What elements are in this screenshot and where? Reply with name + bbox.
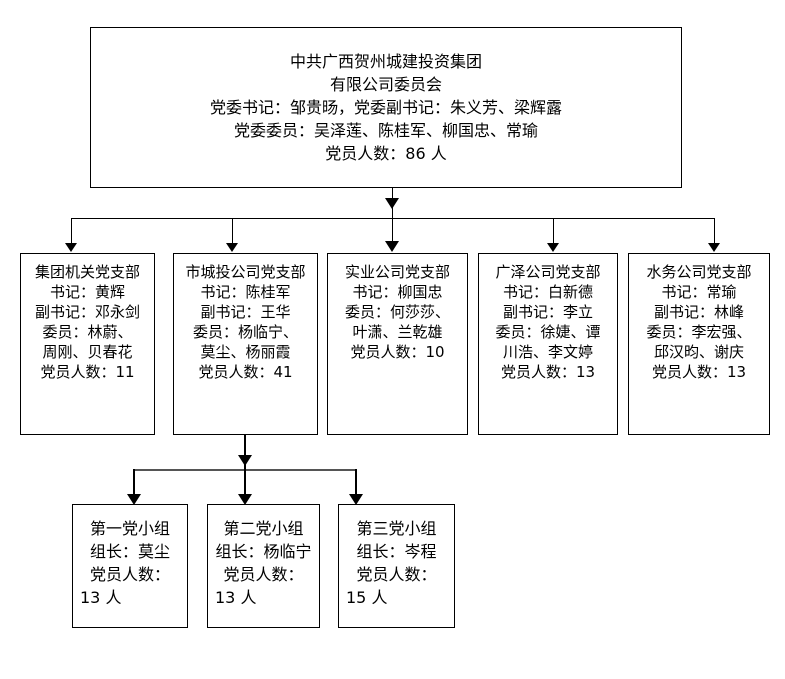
branch-2-line-4: 叶潇、兰乾雄 <box>352 323 443 341</box>
arrow-head-branch-3-icon <box>547 243 559 252</box>
branch-3-member-count: 党员人数：13 <box>500 363 596 381</box>
connector-drop-branch-3 <box>553 218 554 244</box>
org-node-group-first[interactable]: 第一党小组 组长：莫尘 党员人数： 13 人 <box>72 504 188 628</box>
branch-4-title: 水务公司党支部 <box>646 263 752 281</box>
arrow-head-branch-2-icon <box>385 241 399 252</box>
group-1-leader: 组长：杨临宁 <box>215 542 312 561</box>
connector-drop-group-2 <box>355 469 357 495</box>
branch-1-line-3: 副书记：王华 <box>200 303 291 321</box>
connector-branch1-trunk <box>244 435 246 470</box>
org-node-group-third[interactable]: 第三党小组 组长：岑程 党员人数： 15 人 <box>338 504 455 628</box>
connector-drop-group-0 <box>133 469 135 495</box>
connector-drop-branch-2 <box>392 218 393 244</box>
arrow-head-root-icon <box>385 198 399 209</box>
connector-drop-branch-1 <box>232 218 233 244</box>
org-node-branch-guangze[interactable]: 广泽公司党支部 书记：白新德 副书记：李立 委员：徐婕、谭 川浩、李文婷 党员人… <box>478 253 618 435</box>
branch-1-title: 市城投公司党支部 <box>185 263 306 281</box>
arrow-head-group-0-icon <box>127 494 141 505</box>
branch-2-title: 实业公司党支部 <box>344 263 450 281</box>
root-line-1: 中共广西贺州城建投资集团 <box>289 52 482 71</box>
branch-4-member-count: 党员人数：13 <box>651 363 747 381</box>
branch-1-line-2: 书记：陈桂军 <box>200 283 291 301</box>
branch-1-member-count: 党员人数：41 <box>198 363 293 381</box>
branch-4-line-2: 书记：常瑜 <box>661 283 737 301</box>
org-node-group-second[interactable]: 第二党小组 组长：杨临宁 党员人数： 13 人 <box>207 504 320 628</box>
branch-3-line-5: 川浩、李文婷 <box>502 343 593 361</box>
arrow-head-branch1-trunk-icon <box>238 455 252 466</box>
branch-4-line-4: 委员：李宏强、 <box>646 323 752 341</box>
arrow-head-branch-4-icon <box>708 243 720 252</box>
branch-4-line-5: 邱汉昀、谢庆 <box>653 343 744 361</box>
arrow-head-branch-1-icon <box>226 243 238 252</box>
root-line-committee: 党委委员：吴泽莲、陈桂军、柳国忠、常瑜 <box>233 121 538 140</box>
branch-2-line-2: 书记：柳国忠 <box>352 283 443 301</box>
group-0-count-label: 党员人数： <box>89 565 170 584</box>
branch-3-line-2: 书记：白新德 <box>502 283 593 301</box>
branch-2-line-3: 委员：何莎莎、 <box>344 303 450 321</box>
group-0-title: 第一党小组 <box>89 519 170 538</box>
arrow-head-branch-0-icon <box>65 243 77 252</box>
branch-0-line-3: 副书记：邓永剑 <box>34 303 140 321</box>
group-1-title: 第二党小组 <box>223 519 304 538</box>
arrow-head-group-1-icon <box>238 494 252 505</box>
connector-drop-group-1 <box>244 469 246 495</box>
group-2-count-label: 党员人数： <box>356 565 437 584</box>
branch-2-member-count: 党员人数：10 <box>350 343 445 361</box>
org-node-root[interactable]: 中共广西贺州城建投资集团 有限公司委员会 党委书记：邹贵旸，党委副书记：朱义芳、… <box>90 27 682 188</box>
root-line-member-count: 党员人数：86 人 <box>325 144 447 163</box>
root-line-secretaries: 党委书记：邹贵旸，党委副书记：朱义芳、梁辉露 <box>209 98 562 117</box>
branch-4-line-3: 副书记：林峰 <box>653 303 744 321</box>
org-node-branch-jituan-jiguan[interactable]: 集团机关党支部 书记：黄辉 副书记：邓永剑 委员：林蔚、 周刚、贝春花 党员人数… <box>20 253 155 435</box>
arrow-head-group-2-icon <box>349 494 363 505</box>
connector-drop-branch-4 <box>714 218 715 244</box>
branch-0-title: 集团机关党支部 <box>34 263 140 281</box>
root-line-2: 有限公司委员会 <box>329 75 442 94</box>
group-2-leader: 组长：岑程 <box>356 542 437 561</box>
branch-1-line-4: 委员：杨临宁、 <box>192 323 298 341</box>
group-2-count-value: 15 人 <box>346 588 388 607</box>
org-node-branch-shuiwu[interactable]: 水务公司党支部 书记：常瑜 副书记：林峰 委员：李宏强、 邱汉昀、谢庆 党员人数… <box>628 253 770 435</box>
branch-0-line-4: 委员：林蔚、 <box>42 323 133 341</box>
group-0-count-value: 13 人 <box>80 588 122 607</box>
group-2-title: 第三党小组 <box>356 519 437 538</box>
branch-0-member-count: 党员人数：11 <box>40 363 135 381</box>
branch-3-title: 广泽公司党支部 <box>495 263 601 281</box>
group-0-leader: 组长：莫尘 <box>89 542 170 561</box>
org-node-branch-shiye[interactable]: 实业公司党支部 书记：柳国忠 委员：何莎莎、 叶潇、兰乾雄 党员人数：10 <box>327 253 468 435</box>
branch-3-line-3: 副书记：李立 <box>502 303 593 321</box>
branch-0-line-5: 周刚、贝春花 <box>42 343 133 361</box>
org-node-branch-shichengtou[interactable]: 市城投公司党支部 书记：陈桂军 副书记：王华 委员：杨临宁、 莫尘、杨丽霞 党员… <box>173 253 318 435</box>
group-1-count-label: 党员人数： <box>223 565 304 584</box>
branch-1-line-5: 莫尘、杨丽霞 <box>200 343 291 361</box>
branch-0-line-2: 书记：黄辉 <box>49 283 125 301</box>
group-1-count-value: 13 人 <box>215 588 257 607</box>
branch-3-line-4: 委员：徐婕、谭 <box>495 323 601 341</box>
connector-drop-branch-0 <box>71 218 72 244</box>
